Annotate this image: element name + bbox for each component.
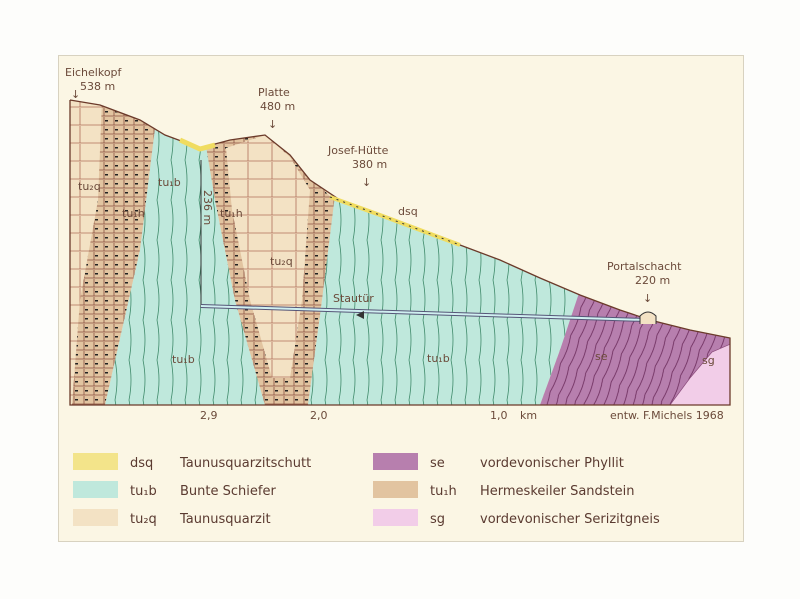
label-tu1h: tu₁h xyxy=(220,207,243,220)
legend-name: vordevonischer Phyllit xyxy=(480,456,624,471)
legend-name: Taunusquarzitschutt xyxy=(179,456,311,471)
legend-swatch xyxy=(373,453,418,470)
legend-swatch xyxy=(373,509,418,526)
legend-swatch xyxy=(73,453,118,470)
legend-code: tu₁b xyxy=(130,484,157,499)
label-tu1b: tu₁b xyxy=(158,176,181,189)
label-sg: sg xyxy=(702,354,715,367)
legend-swatch xyxy=(73,481,118,498)
unit-sg xyxy=(669,339,730,405)
arrow-icon: ↓ xyxy=(643,292,652,305)
legend-name: Bunte Schiefer xyxy=(180,484,276,499)
elev-josef-huette: 380 m xyxy=(352,158,387,171)
label-se: se xyxy=(595,350,608,363)
label-tu2q: tu₂q xyxy=(270,255,293,268)
elev-portalschacht: 220 m xyxy=(635,274,670,287)
legend-code: tu₂q xyxy=(130,512,157,527)
legend-code: dsq xyxy=(130,456,153,471)
label-shaft-depth: 236 m xyxy=(201,190,214,225)
label-tu1b: tu₁b xyxy=(172,353,195,366)
label-tu2q: tu₂q xyxy=(78,180,101,193)
legend-name: vordevonischer Serizitgneis xyxy=(480,512,660,527)
elev-platte: 480 m xyxy=(260,100,295,113)
label-stautuer: Stautür xyxy=(333,292,374,305)
elev-eichelkopf: 538 m xyxy=(80,80,115,93)
legend-name: Hermeskeiler Sandstein xyxy=(480,484,635,499)
arrow-icon: ↓ xyxy=(362,176,371,189)
place-portalschacht: Portalschacht xyxy=(607,260,682,273)
legend: dsq Taunusquarzitschutt tu₁b Bunte Schie… xyxy=(73,453,660,527)
tick-label: 2,0 xyxy=(310,409,328,422)
stautuer-marker-icon xyxy=(356,311,364,319)
tick-label: 1,0 xyxy=(490,409,508,422)
place-josef-huette: Josef-Hütte xyxy=(327,144,389,157)
tick-label: 2,9 xyxy=(200,409,218,422)
legend-code: se xyxy=(430,456,445,471)
label-tu1h: tu₁h xyxy=(122,207,145,220)
portalschacht-icon xyxy=(639,311,657,324)
legend-code: sg xyxy=(430,512,445,527)
legend-swatch xyxy=(373,481,418,498)
label-tu1b: tu₁b xyxy=(427,352,450,365)
legend-name: Taunusquarzit xyxy=(179,512,271,527)
axis-unit: km xyxy=(520,409,537,422)
tunnel xyxy=(200,304,646,322)
dsq-deposit xyxy=(178,137,216,152)
arrow-icon: ↓ xyxy=(71,88,80,101)
place-eichelkopf: Eichelkopf xyxy=(65,66,123,79)
legend-code: tu₁h xyxy=(430,484,457,499)
legend-swatch xyxy=(73,509,118,526)
label-dsq: dsq xyxy=(398,205,418,218)
arrow-icon: ↓ xyxy=(268,118,277,131)
place-platte: Platte xyxy=(258,86,290,99)
credit: entw. F.Michels 1968 xyxy=(610,409,724,422)
